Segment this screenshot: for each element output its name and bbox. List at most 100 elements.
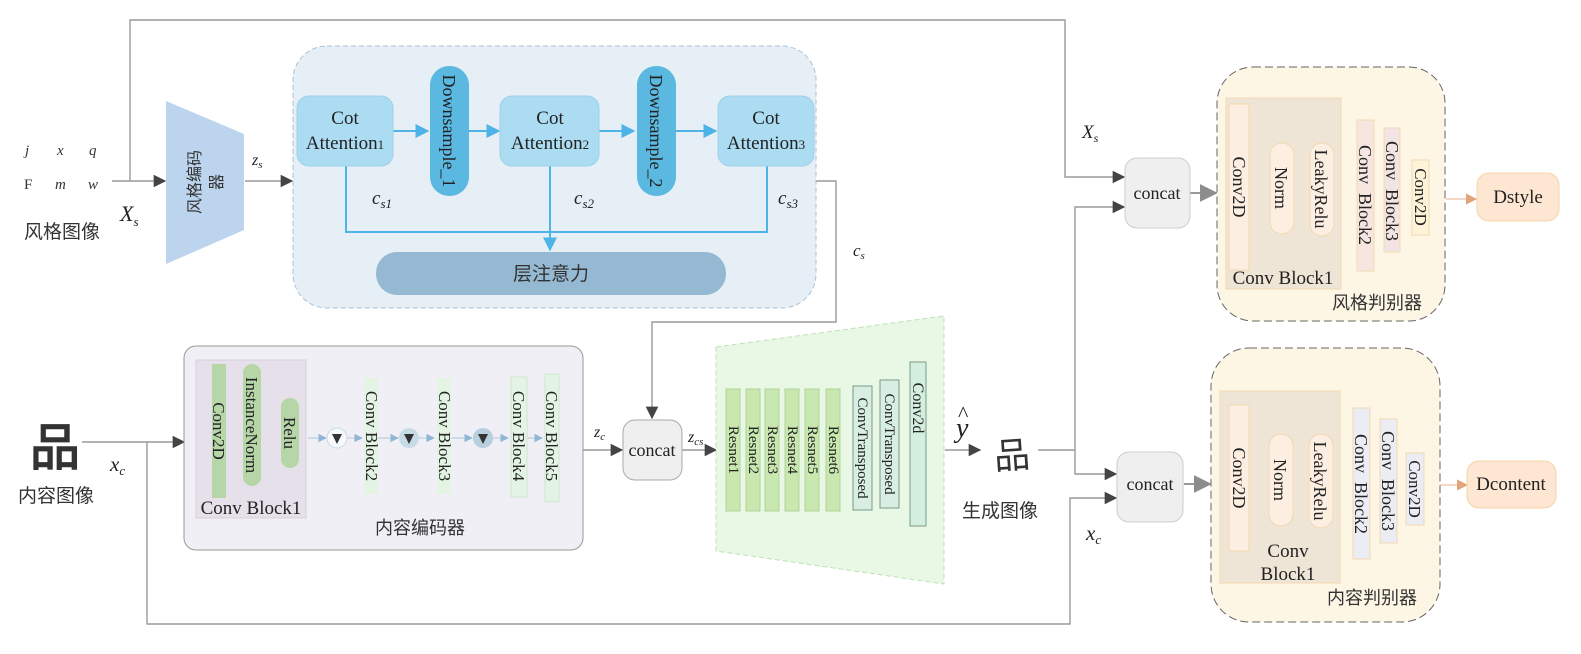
cot-label-line2: Attention3 [727,133,805,154]
content-leakyrelu-layer [1308,433,1334,529]
layer-attention: 层注意力 [376,252,726,295]
style-final-conv2d-label: Conv2D [1411,168,1430,226]
content-concat-box [1116,451,1184,523]
wire-cs-to-concat [645,180,837,420]
downsample-1-box [430,66,469,196]
disc-xs-var: Xs [1081,122,1099,145]
content-encoder-title: 内容编码器 [375,518,465,539]
style-image-input: j x q F m w 风格图像 Xs [23,143,139,243]
style-glyph: m [55,177,66,193]
style-conv-block3-label: Conv Block3 [1382,141,1402,241]
content-conv-block2-label: Conv Block2 [1351,434,1371,534]
style-discriminator-concat: concat [1124,157,1191,229]
conv-transposed-label: ConvTransposed [854,397,870,499]
cot-label-line1: Cot [536,108,564,129]
resnet-label: Resnet4 [784,426,800,475]
style-conv-block2-label: Conv Block2 [1355,145,1375,245]
cot-label-line2: Attention2 [511,133,589,154]
attention-module-bg [292,45,817,309]
dcontent-label: Dcontent [1476,474,1546,495]
conv2d-label: Conv2D [209,402,228,460]
dcontent-output: Dcontent [1466,460,1557,509]
resnet-label: Resnet5 [804,426,820,474]
style-conv2d-layer [1228,103,1250,271]
style-var-xs: Xs [119,201,139,229]
resnet-block [804,388,820,512]
content-conv2d-layer [1228,404,1250,552]
style-glyph: w [88,177,98,193]
dstyle-label: Dstyle [1493,187,1543,208]
cot-attention-1: Cot Attention1 [296,95,394,167]
content-norm-label: Norm [1270,459,1290,501]
generated-image-label: 生成图像 [962,500,1038,522]
wire-xc-to-content-disc [146,442,1118,625]
style-encoder-label-2: 器 [207,174,226,190]
content-conv-block3 [1379,418,1398,544]
cot-label-line1: Cot [752,108,780,129]
conv-block2 [364,378,378,494]
style-final-conv2d [1411,159,1430,236]
zcs-var: zcs [687,429,703,448]
content-encoder: Conv2D InstanceNorm Relu Conv Block1 Con… [183,345,584,551]
conv-block2-label: Conv Block2 [362,391,381,481]
resnet-label: Resnet3 [764,426,780,474]
downsample-2-label: Downsample_2 [646,75,666,188]
content-image-label: 内容图像 [18,485,94,507]
resnet-block [725,388,741,512]
style-conv-block2 [1356,119,1375,272]
conv-block1-label: Conv Block1 [201,498,302,519]
cs2-var: cs2 [574,188,594,211]
style-encoder-label: 风格编码 [185,150,204,214]
cot-label-line2: Attention1 [306,133,384,154]
fusion-concat: concat [622,419,683,481]
resnet-label: Resnet2 [745,426,761,474]
wire-xs-to-style-disc [129,19,1126,184]
resnet-block [764,388,780,512]
zs-var: zs [251,152,263,171]
down-arrow-icon [478,434,488,444]
downsample-1-label: Downsample_1 [439,75,459,188]
cs-var: cs [853,241,865,262]
resnet-label: Resnet6 [825,426,841,475]
resnet-block [784,388,800,512]
style-discriminator: Conv2D Norm LeakyRelu Conv Block1 Conv B… [1216,66,1446,322]
style-glyph: q [89,143,97,159]
skip-lines [345,166,768,233]
conv2d-layer [212,364,226,498]
content-glyph: 品 [30,419,80,477]
cot-attention-2-box [499,95,600,167]
instancenorm-label: InstanceNorm [242,377,261,473]
down-arrow-icon [404,434,414,444]
cot-label-line1: Cot [331,108,359,129]
conv-transposed-label: ConvTransposed [881,393,897,495]
content-discriminator-concat: concat [1116,451,1184,523]
generated-image-output: y ^ 品 生成图像 [953,401,1038,522]
style-block1-label: Conv Block1 [1233,268,1334,289]
cot-attention-3-box [717,95,815,167]
content-block1-label-2: Block1 [1261,564,1316,585]
content-conv2d-label: Conv2D [1229,447,1249,508]
style-encoder: 风格编码 器 zs [166,101,263,264]
conv-block4-label: Conv Block4 [509,391,528,482]
content-discriminator-title: 内容判别器 [1327,588,1417,609]
style-conv-block3 [1383,127,1401,253]
dstyle-box [1476,172,1560,222]
conv-transposed-block [852,385,873,511]
resnet-block [745,388,761,512]
downsample-2: Downsample_2 [637,66,676,196]
cot-attention-3: Cot Attention3 [717,95,815,167]
style-concat-label: concat [1134,183,1181,203]
content-discriminator: Conv2D Norm LeakyRelu Conv Block1 Conv B… [1210,347,1441,623]
cs3-var: cs3 [778,188,798,211]
encoder-flow [308,427,543,449]
relu-label: Relu [280,417,299,450]
content-var-xc: xc [109,452,125,478]
hat-symbol: ^ [958,401,969,426]
resnet-label: Resnet1 [725,426,741,474]
style-image-label: 风格图像 [24,221,100,243]
content-leakyrelu-label: LeakyRelu [1310,442,1330,521]
zc-var: zc [593,424,605,443]
conv-block5 [544,373,560,503]
downsample-2-box [637,66,676,196]
